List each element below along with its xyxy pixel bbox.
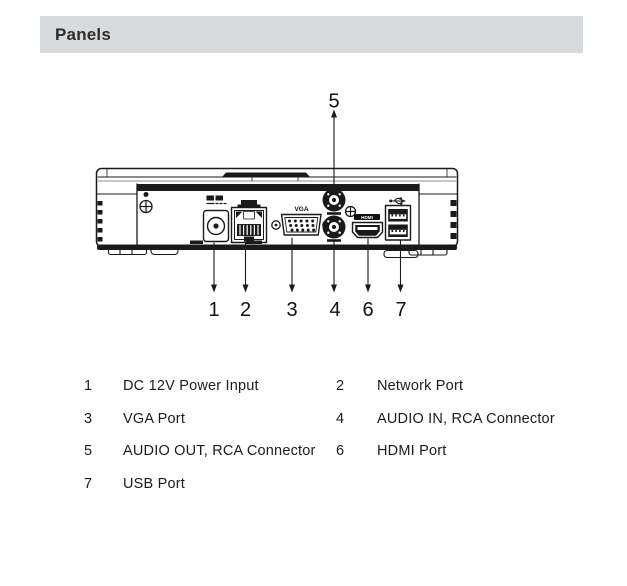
legend-label: VGA Port <box>123 410 186 427</box>
callout-arrow-7 <box>397 240 404 293</box>
audio-out-port <box>322 188 346 215</box>
audio-in-port <box>322 215 346 242</box>
callout-number-1: 1 <box>208 299 219 321</box>
legend-row: 1 DC 12V Power Input 2 Network Port <box>84 377 584 410</box>
legend-number: 6 <box>336 443 345 459</box>
vent-slots-left <box>97 201 103 242</box>
audio-out-marking <box>327 212 341 215</box>
legend-row: 3 VGA Port 4 AUDIO IN, RCA Connector <box>84 410 584 443</box>
usb-icon <box>389 197 406 205</box>
callout-arrow-3 <box>289 237 295 293</box>
vga-label: VGA <box>294 206 308 213</box>
callout-arrow-1 <box>211 242 217 293</box>
vga-pins <box>288 219 316 232</box>
legend-label: DC 12V Power Input <box>123 378 259 394</box>
legend-number: 2 <box>336 378 345 394</box>
callout-arrow-2 <box>242 242 249 293</box>
dc-12v-icon <box>206 195 223 201</box>
callout-number-6: 6 <box>362 299 373 321</box>
callout-number-4: 4 <box>329 299 340 321</box>
callout-number-5: 5 <box>328 91 339 113</box>
legend-row: 5 AUDIO OUT, RCA Connector 6 HDMI Port <box>84 442 584 475</box>
legend-number: 1 <box>84 378 93 394</box>
hdmi-port: HDMI <box>351 214 384 239</box>
top-handle-ridge <box>222 172 310 177</box>
callout-number-2: 2 <box>240 299 251 321</box>
rear-panel-diagram: VGA <box>95 91 459 321</box>
network-port <box>230 200 268 244</box>
panel-screw <box>139 192 153 214</box>
usb-port-b <box>388 224 408 237</box>
callout-number-7: 7 <box>395 299 406 321</box>
legend-number: 3 <box>84 410 93 427</box>
port-legend: 1 DC 12V Power Input 2 Network Port 3 VG… <box>84 377 584 507</box>
vent-slots-right <box>450 200 457 239</box>
legend-row: 7 USB Port <box>84 475 584 508</box>
legend-number: 5 <box>84 443 93 459</box>
callout-number-3: 3 <box>286 299 297 321</box>
legend-label: HDMI Port <box>377 443 447 459</box>
legend-number: 7 <box>84 475 93 492</box>
legend-label: AUDIO IN, RCA Connector <box>377 410 555 427</box>
section-header: Panels <box>40 16 583 53</box>
callout-arrow-6 <box>365 238 371 293</box>
callout-arrow-5 <box>331 109 337 191</box>
usb-port-a <box>388 209 408 222</box>
callout-arrow-4 <box>331 240 337 293</box>
usb-ports <box>384 197 412 241</box>
hdmi-label: HDMI <box>361 215 373 220</box>
section-title: Panels <box>55 24 112 44</box>
rca-screw <box>344 205 357 218</box>
legend-label: Network Port <box>377 378 464 394</box>
legend-number: 4 <box>336 410 345 427</box>
dc-power-port <box>202 195 230 243</box>
legend-label: AUDIO OUT, RCA Connector <box>123 443 316 459</box>
legend-label: USB Port <box>123 475 186 492</box>
